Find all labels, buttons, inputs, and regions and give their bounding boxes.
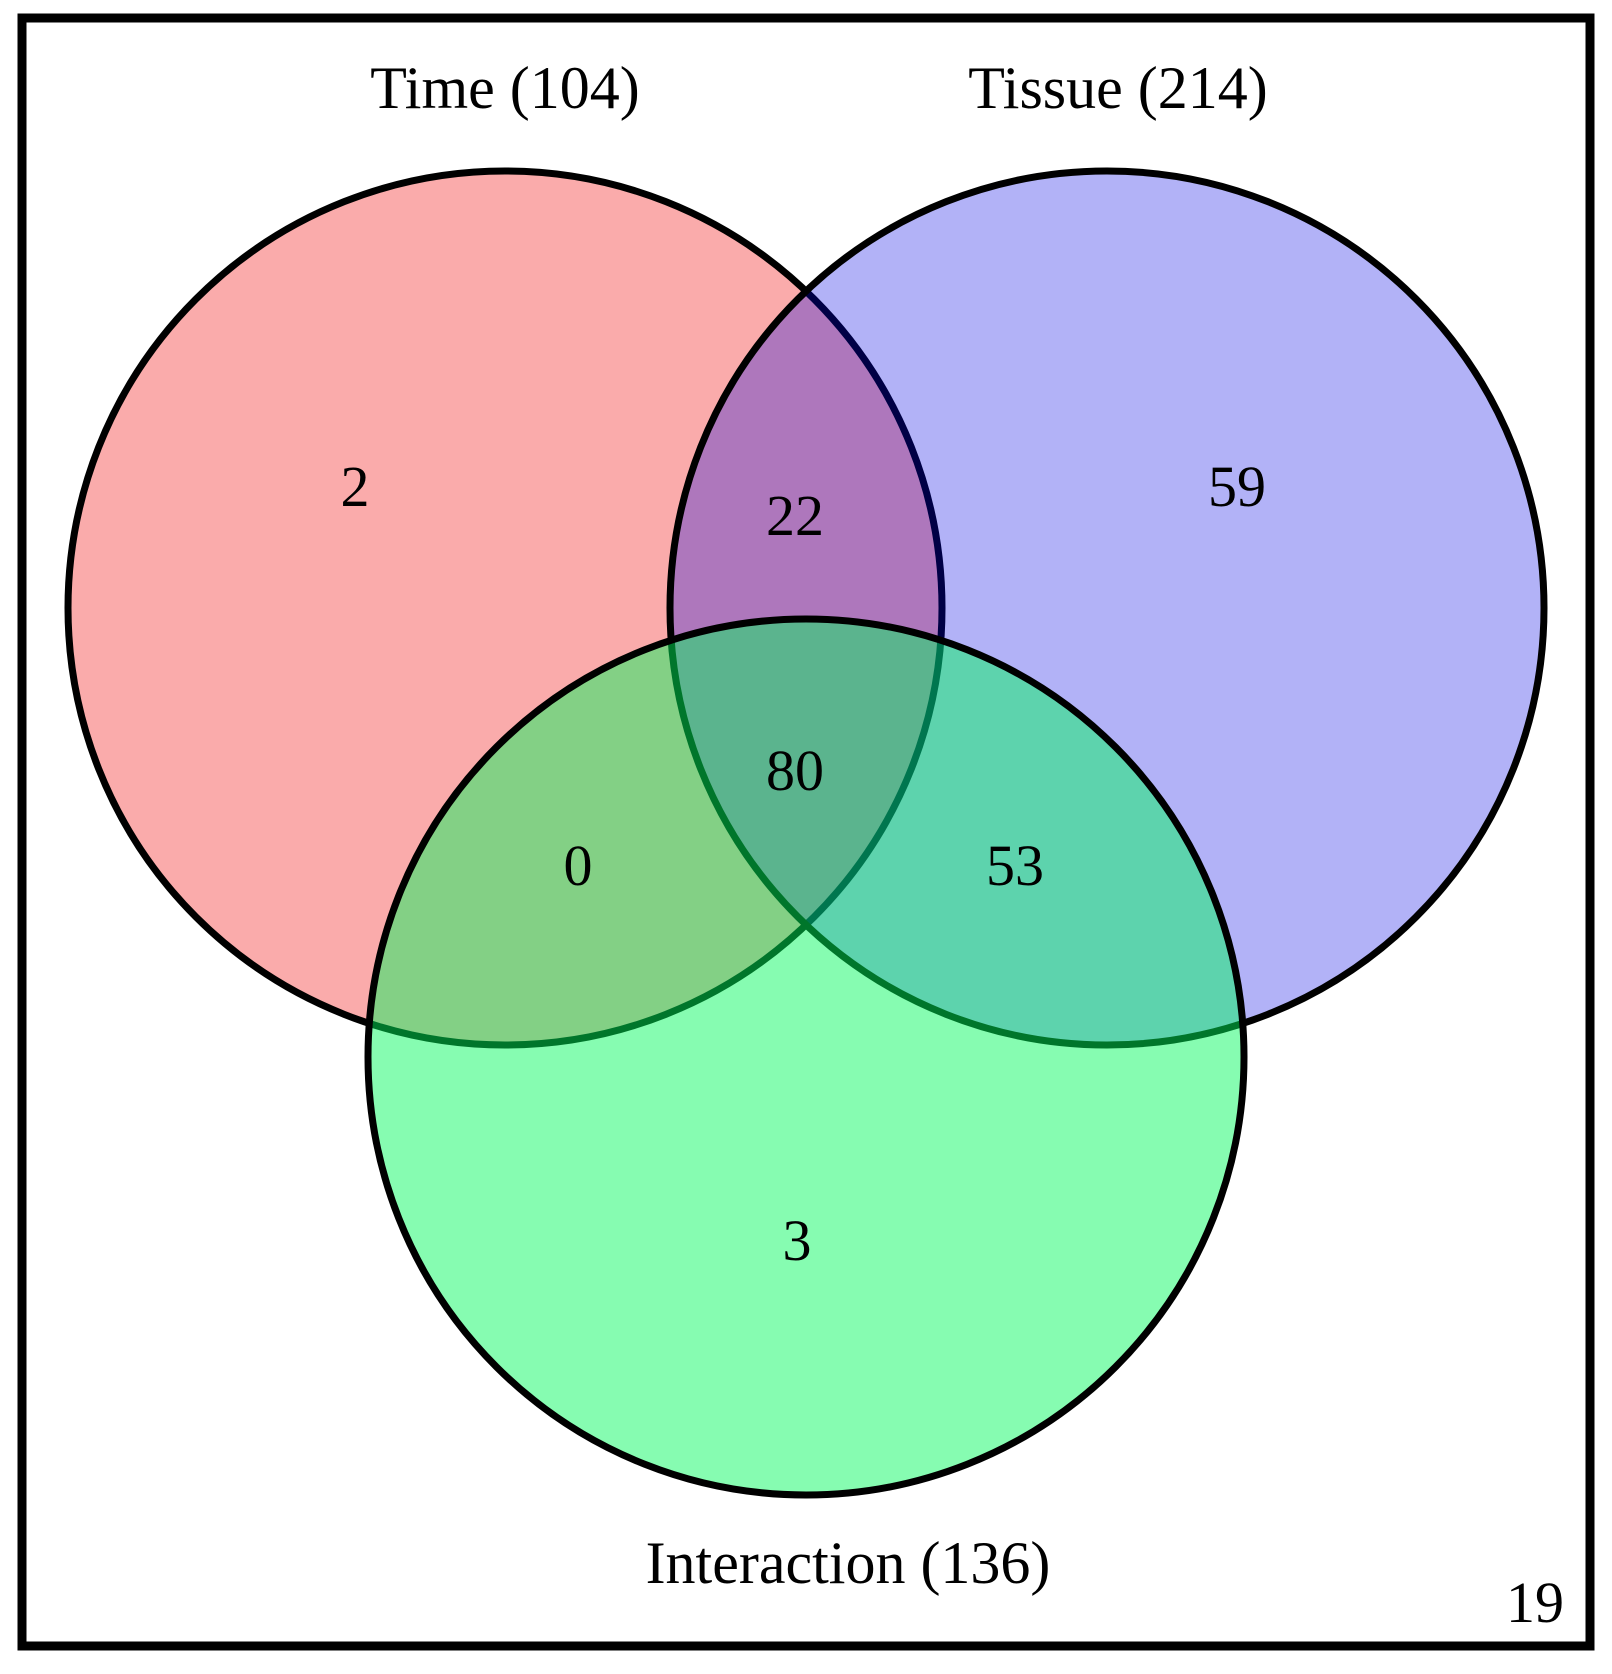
time-tissue-value: 22 bbox=[766, 483, 824, 548]
interaction-only-value: 3 bbox=[783, 1208, 812, 1273]
tissue-set-label: Tissue (214) bbox=[968, 55, 1268, 121]
interaction-circle bbox=[364, 615, 1248, 1499]
time-only-value: 2 bbox=[341, 454, 370, 519]
tissue-interaction-value: 53 bbox=[986, 833, 1044, 898]
time-interaction-value: 0 bbox=[564, 833, 593, 898]
interaction-set-label: Interaction (136) bbox=[646, 1530, 1051, 1596]
center-value: 80 bbox=[766, 738, 824, 803]
tissue-only-value: 59 bbox=[1208, 454, 1266, 519]
time-set-label: Time (104) bbox=[370, 55, 639, 121]
page-number: 19 bbox=[1506, 1570, 1564, 1635]
tissue-circle bbox=[666, 167, 1548, 1049]
figure-border bbox=[17, 13, 1595, 1651]
time-circle bbox=[64, 167, 946, 1049]
